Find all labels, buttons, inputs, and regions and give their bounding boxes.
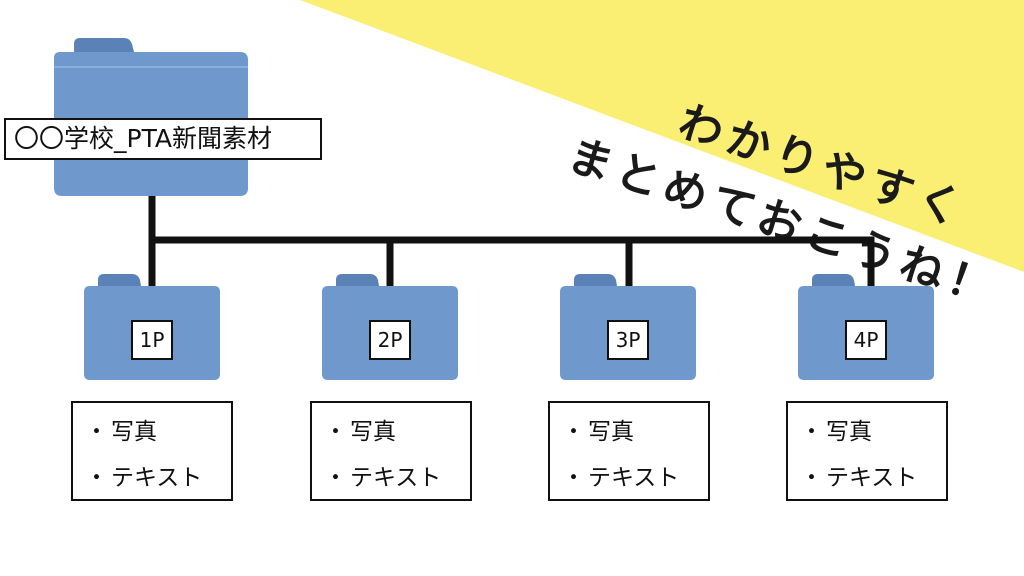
root-folder-icon bbox=[54, 38, 248, 196]
page-label-1: 1P bbox=[131, 320, 173, 360]
root-folder-label: 〇〇学校_PTA新聞素材 bbox=[4, 118, 322, 160]
item-text: 写真 bbox=[111, 419, 157, 445]
list-item: ・写真 bbox=[562, 409, 708, 455]
page-contents-1: ・写真 ・テキスト bbox=[71, 401, 233, 501]
bullet: ・ bbox=[800, 465, 823, 491]
list-item: ・テキスト bbox=[324, 455, 470, 501]
page-contents-3: ・写真 ・テキスト bbox=[548, 401, 710, 501]
item-text: テキスト bbox=[350, 465, 442, 491]
bullet: ・ bbox=[800, 419, 823, 445]
list-item: ・写真 bbox=[324, 409, 470, 455]
list-item: ・テキスト bbox=[562, 455, 708, 501]
item-text: 写真 bbox=[588, 419, 634, 445]
item-text: テキスト bbox=[588, 465, 680, 491]
page-label-4: 4P bbox=[845, 320, 887, 360]
item-text: 写真 bbox=[350, 419, 396, 445]
bullet: ・ bbox=[85, 419, 108, 445]
connector-lines bbox=[148, 196, 875, 290]
bullet: ・ bbox=[324, 465, 347, 491]
bullet: ・ bbox=[562, 465, 585, 491]
list-item: ・写真 bbox=[800, 409, 946, 455]
item-text: テキスト bbox=[111, 465, 203, 491]
bullet: ・ bbox=[324, 419, 347, 445]
list-item: ・テキスト bbox=[800, 455, 946, 501]
page-contents-2: ・写真 ・テキスト bbox=[310, 401, 472, 501]
page-label-2: 2P bbox=[369, 320, 411, 360]
list-item: ・写真 bbox=[85, 409, 231, 455]
item-text: テキスト bbox=[826, 465, 918, 491]
item-text: 写真 bbox=[826, 419, 872, 445]
list-item: ・テキスト bbox=[85, 455, 231, 501]
page-contents-4: ・写真 ・テキスト bbox=[786, 401, 948, 501]
bullet: ・ bbox=[562, 419, 585, 445]
page-label-3: 3P bbox=[607, 320, 649, 360]
bullet: ・ bbox=[85, 465, 108, 491]
